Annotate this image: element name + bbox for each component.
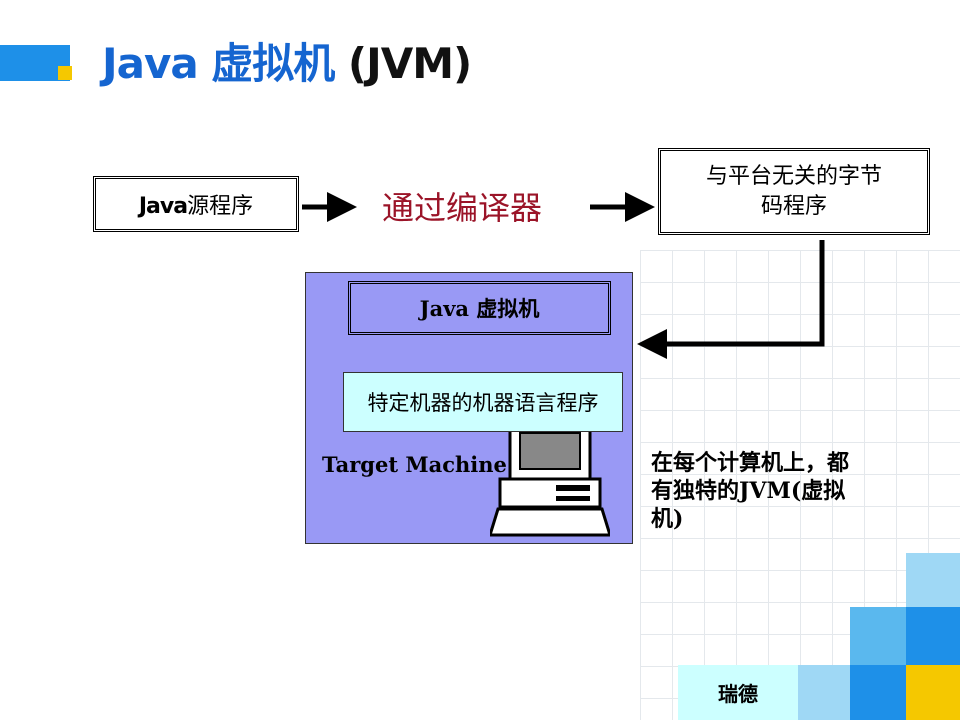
title-suffix: (JVM) <box>334 39 472 88</box>
bytecode-line-2: 码程序 <box>760 193 827 219</box>
deco-square <box>798 665 850 720</box>
source-program-box: Java源程序 <box>93 176 299 232</box>
bytecode-line-1: 与平台无关的字节 <box>705 163 882 189</box>
page-title: Java 虚拟机 (JVM) <box>102 30 472 91</box>
source-java-label: Java <box>138 194 188 219</box>
title-main: Java 虚拟机 <box>102 39 335 88</box>
source-rest-label: 源程序 <box>187 194 254 219</box>
computer-icon <box>490 425 610 537</box>
arrow-bytecode-to-jvm <box>637 240 825 359</box>
jvm-note: 在每个计算机上，都 有独特的JVM(虚拟 机) <box>651 449 901 533</box>
target-machine-label: Target Machine <box>322 452 507 477</box>
note-line-2: 有独特的JVM(虚拟 <box>651 478 846 504</box>
bytecode-box: 与平台无关的字节 码程序 <box>658 148 930 235</box>
deco-square <box>906 607 960 665</box>
machine-language-box: 特定机器的机器语言程序 <box>343 372 623 432</box>
footer-label: 瑞德 <box>678 665 798 720</box>
deco-square <box>850 607 906 665</box>
note-line-3: 机) <box>651 506 684 532</box>
deco-square <box>906 665 960 720</box>
deco-square <box>850 665 906 720</box>
deco-square <box>906 553 960 607</box>
title-bullet <box>58 66 72 80</box>
note-line-1: 在每个计算机上，都 <box>651 450 850 476</box>
compiler-label: 通过编译器 <box>382 189 543 227</box>
jvm-box: Java 虚拟机 <box>348 281 611 335</box>
